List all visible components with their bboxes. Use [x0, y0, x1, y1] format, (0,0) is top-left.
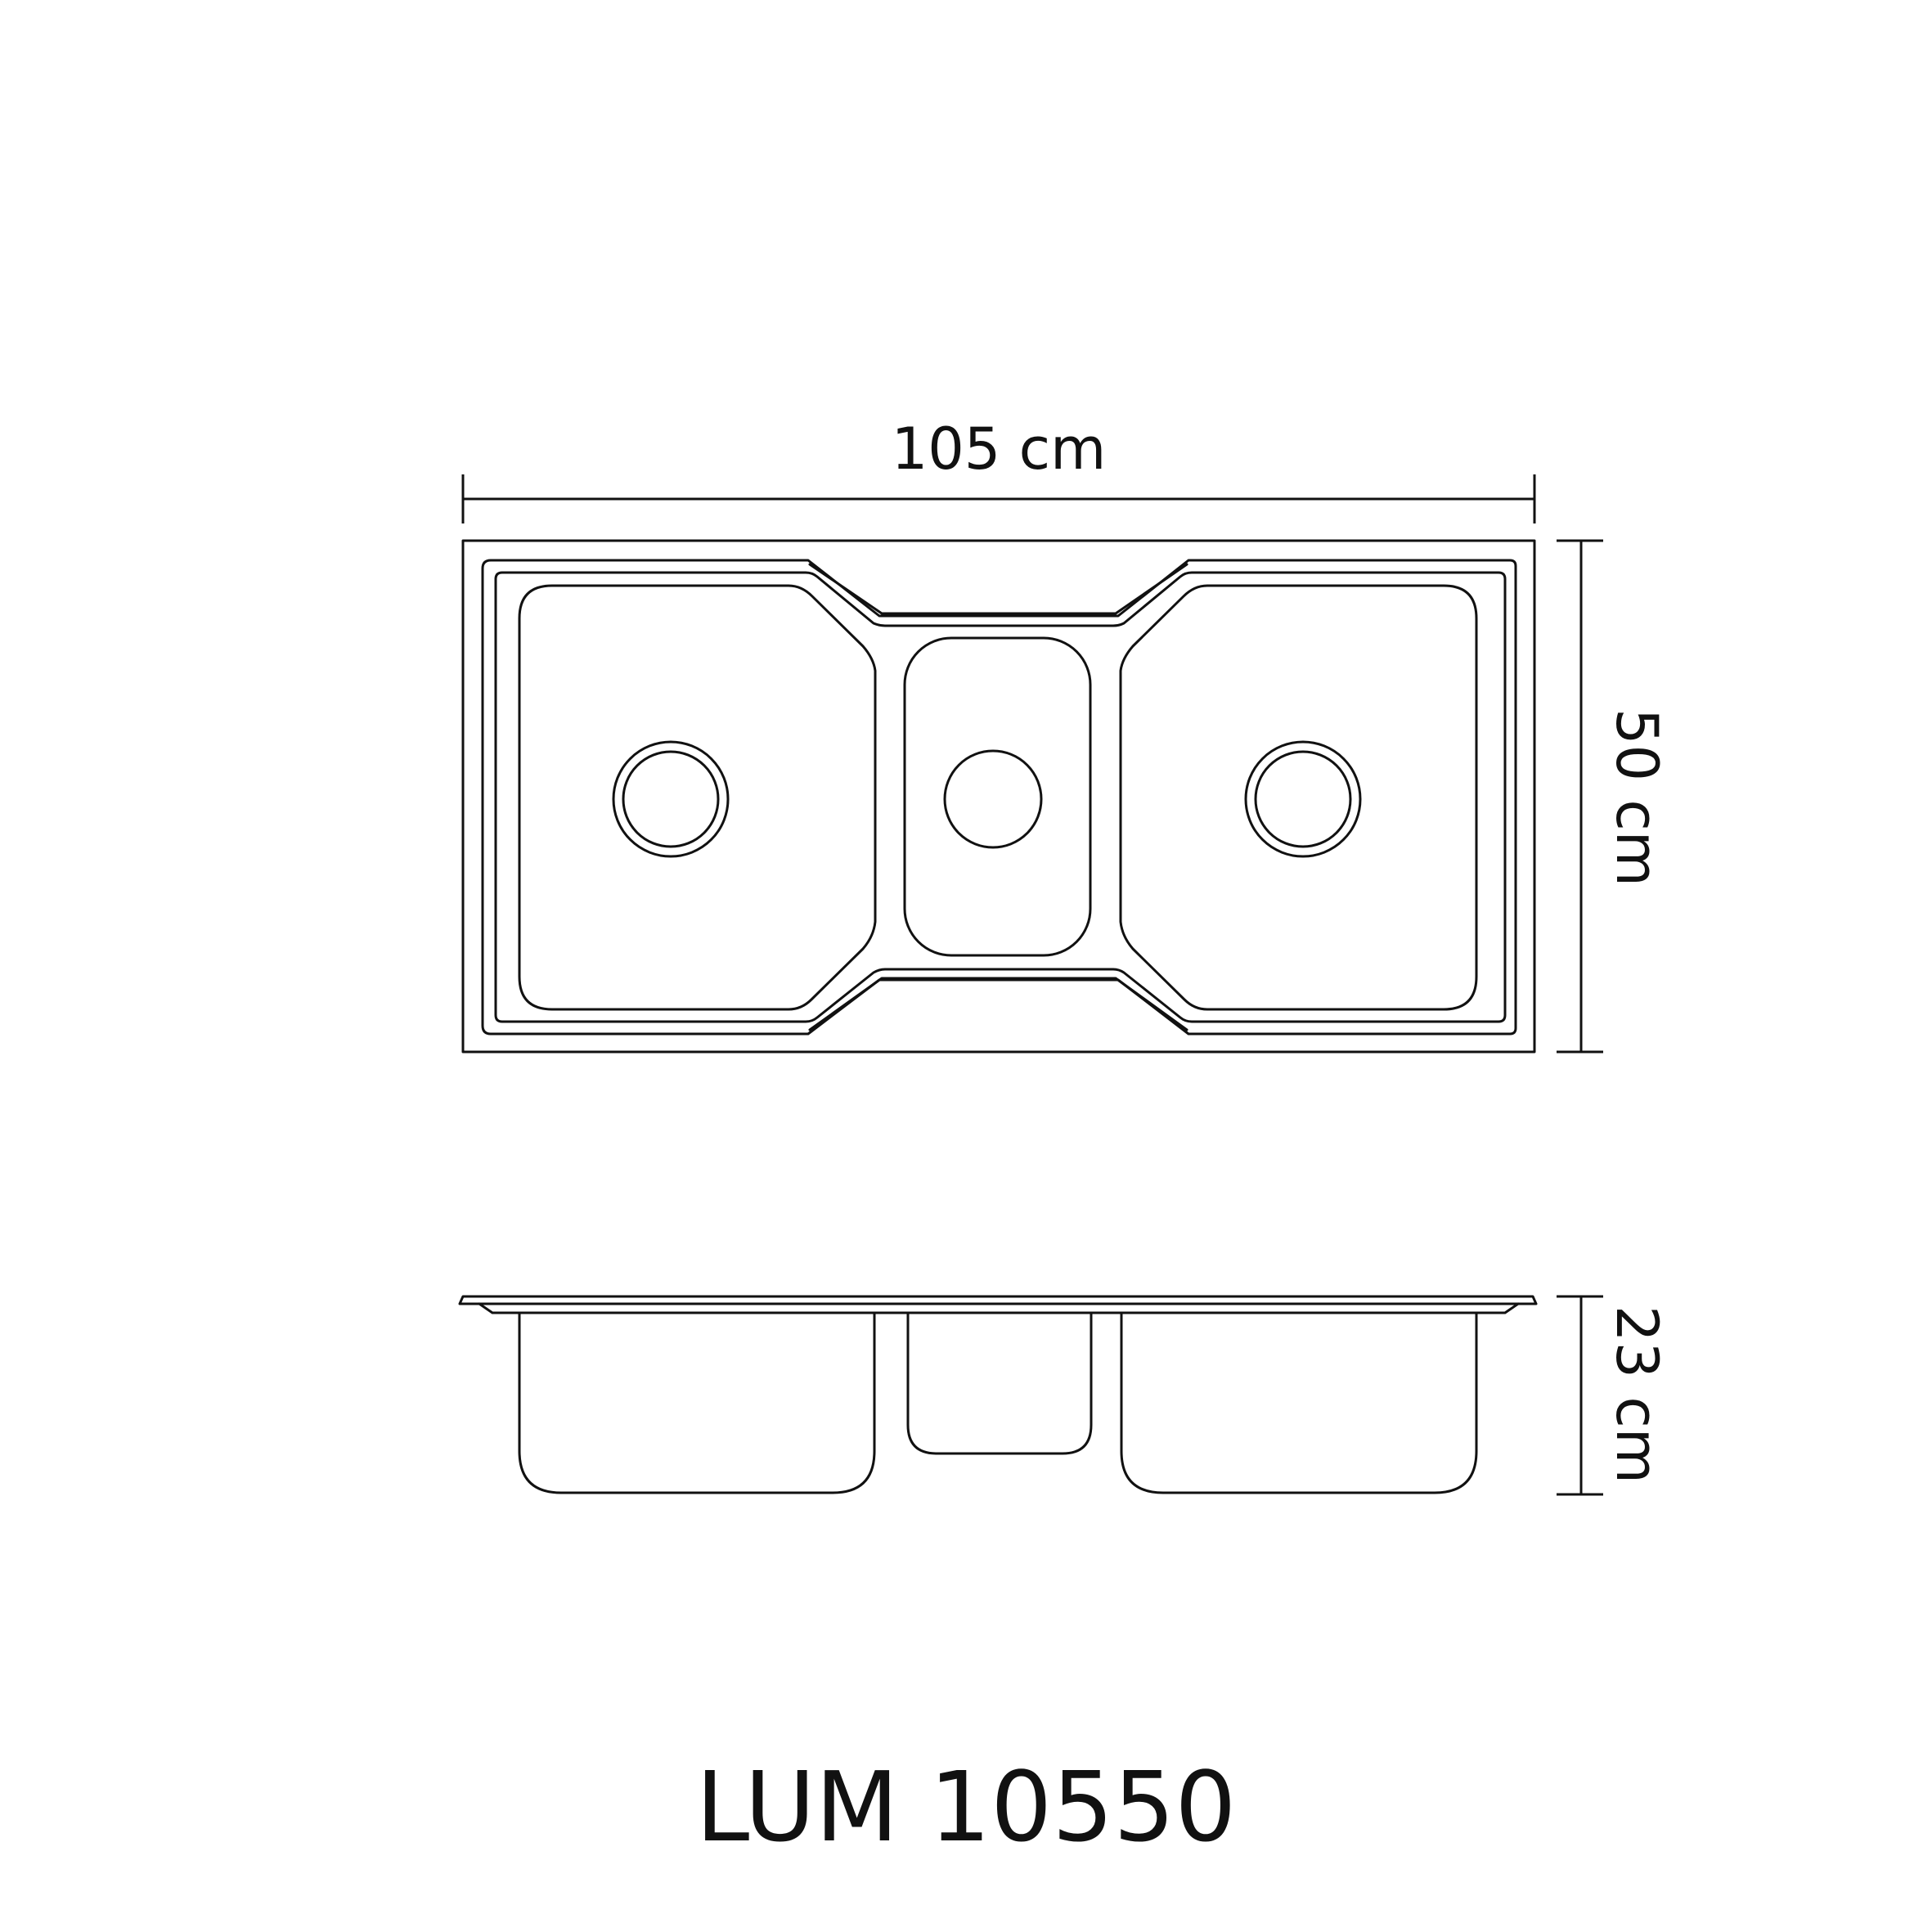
center-bowl	[903, 636, 1092, 957]
height-label: 23 cm	[1603, 1305, 1670, 1484]
left-bowl-profile	[518, 1311, 876, 1494]
bottom-drainboard-bevel	[808, 977, 1188, 1031]
left-bowl	[518, 584, 877, 1011]
right-drain-inner	[1254, 750, 1352, 848]
sink-side-view	[458, 1295, 1538, 1494]
sink-rim-profile	[478, 1302, 1520, 1314]
right-bowl-profile	[1120, 1311, 1478, 1494]
sink-top-view	[461, 539, 1536, 1054]
right-bowl	[1119, 584, 1478, 1011]
left-drain-outer	[612, 740, 730, 858]
sink-flange-top	[458, 1295, 1538, 1305]
center-bowl-profile	[906, 1311, 1093, 1455]
right-drain-outer	[1244, 740, 1362, 858]
top-drainboard-bevel	[808, 563, 1188, 615]
model-title: LUM 10550	[696, 1750, 1237, 1863]
width-dimension: 105 cm	[461, 416, 1536, 523]
depth-label: 50 cm	[1603, 708, 1670, 887]
sink-rim-inner-outline	[494, 571, 1507, 1023]
sink-rim-outline	[481, 559, 1517, 1036]
center-drain	[943, 749, 1043, 849]
width-label: 105 cm	[892, 416, 1107, 483]
depth-dimension: 50 cm	[1557, 539, 1670, 1054]
height-dimension: 23 cm	[1557, 1295, 1670, 1496]
sink-outer-frame	[461, 539, 1536, 1054]
left-drain-inner	[622, 750, 720, 848]
